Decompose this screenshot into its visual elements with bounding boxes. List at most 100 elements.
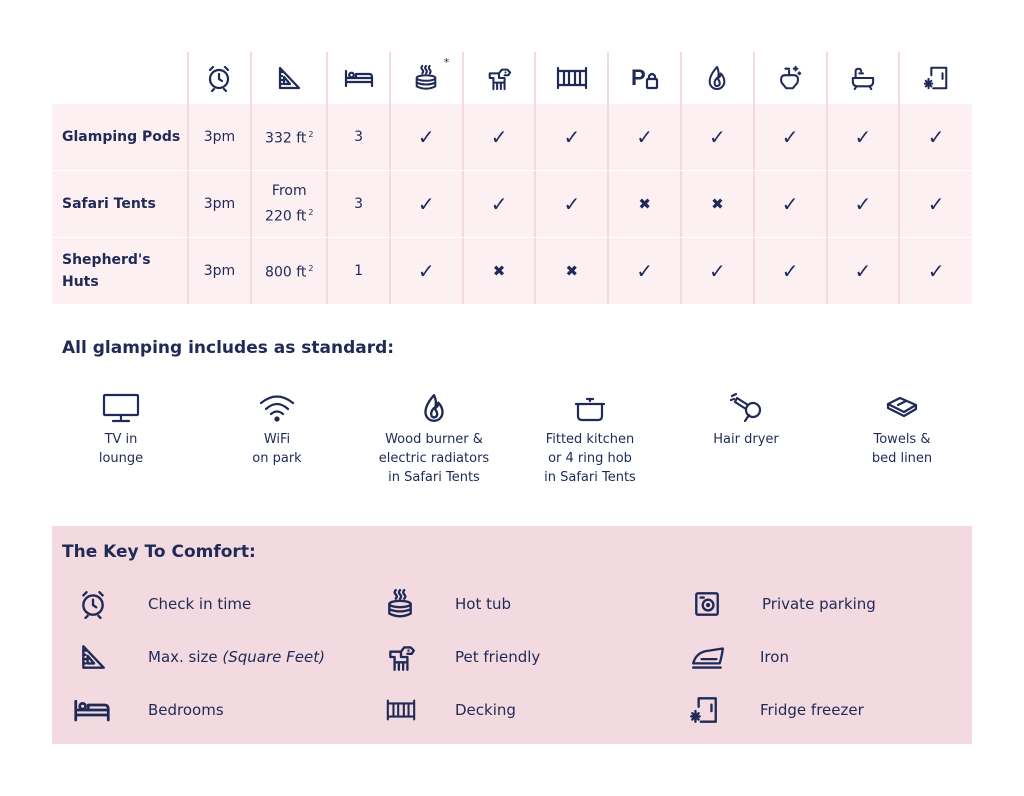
- row-name-text: Shepherd's Huts: [62, 252, 151, 290]
- row-bedrooms: 3: [328, 104, 391, 170]
- pot-icon: [570, 392, 610, 424]
- table-header: *: [52, 52, 972, 104]
- bath-icon: [850, 66, 876, 90]
- key-label: Iron: [760, 648, 789, 666]
- feature-line: in Safari Tents: [388, 470, 480, 485]
- private-parking-icon: [692, 589, 722, 619]
- fridge-freezer-icon: [688, 694, 720, 726]
- header-parking: [609, 52, 682, 104]
- row-mark: ✓: [927, 125, 945, 149]
- set-square-icon: [78, 642, 108, 672]
- feature-line: TV in: [104, 432, 138, 447]
- row-name: Shepherd's Huts: [52, 238, 189, 304]
- key-label: Hot tub: [455, 595, 512, 613]
- feature-line: Wood burner &: [385, 432, 483, 447]
- feature-towels: Towels & bed linen: [832, 392, 972, 468]
- row-mark: ✓: [828, 171, 901, 237]
- row-name: Safari Tents: [52, 171, 189, 237]
- header-fire: [682, 52, 755, 104]
- feature-line: WiFi: [263, 432, 291, 447]
- bed-icon: [72, 695, 112, 725]
- key-label-text: Max. size: [148, 648, 223, 666]
- key-panel: The Key To Comfort: Check in time Max. s…: [52, 526, 972, 744]
- header-corner: [52, 52, 189, 104]
- row-mark: ✓: [755, 238, 828, 304]
- alarm-clock-icon: [78, 589, 108, 619]
- feature-line: Hair dryer: [713, 432, 779, 447]
- row-mark: ✓: [391, 104, 464, 170]
- row-mark: ✓: [609, 238, 682, 304]
- key-label: Private parking: [762, 595, 876, 613]
- feature-line: in Safari Tents: [544, 470, 636, 485]
- row-mark: ✖: [609, 171, 682, 237]
- key-label: Fridge freezer: [760, 701, 864, 719]
- towels-icon: [882, 392, 922, 424]
- feature-wifi: WiFi on park: [207, 392, 347, 468]
- decking-icon: [554, 65, 590, 91]
- key-label-note: (Square Feet): [222, 648, 325, 666]
- header-fridge: [900, 52, 972, 104]
- feature-tv: TV in lounge: [51, 392, 191, 468]
- row-mark: ✖: [464, 238, 537, 304]
- feature-wood-burner: Wood burner & electric radiators in Safa…: [364, 392, 504, 487]
- size-unit-sup: 2: [308, 264, 314, 274]
- header-hot-tub: *: [391, 52, 464, 104]
- row-mark: ✓: [755, 104, 828, 170]
- header-decking: [536, 52, 610, 104]
- header-size: [252, 52, 329, 104]
- row-mark: ✖: [682, 171, 755, 237]
- hot-tub-footnote-star: *: [443, 56, 450, 69]
- iron-icon: [690, 643, 726, 671]
- key-label: Max. size (Square Feet): [148, 648, 325, 666]
- row-checkin: 3pm: [189, 104, 253, 170]
- row-mark: ✓: [536, 104, 610, 170]
- row-checkin: 3pm: [189, 238, 253, 304]
- fire-icon: [414, 392, 454, 424]
- standard-features: TV in lounge WiFi on park Wood burner & …: [60, 392, 980, 502]
- iron-icon: [776, 64, 804, 92]
- key-label: Bedrooms: [148, 701, 224, 719]
- feature-kitchen: Fitted kitchen or 4 ring hob in Safari T…: [520, 392, 660, 487]
- row-mark: ✖: [536, 238, 610, 304]
- header-pets: [464, 52, 537, 104]
- feature-line: bed linen: [871, 451, 933, 466]
- row-mark: ✓: [464, 104, 537, 170]
- feature-line: electric radiators: [378, 451, 490, 466]
- feature-line: lounge: [98, 451, 144, 466]
- standard-title: All glamping includes as standard:: [62, 338, 395, 358]
- size-value: 332 ft: [265, 130, 307, 147]
- header-checkin: [189, 52, 253, 104]
- key-title: The Key To Comfort:: [62, 542, 256, 562]
- fire-icon: [706, 64, 728, 92]
- hair-dryer-icon: [726, 392, 766, 424]
- row-bedrooms: 1: [328, 238, 391, 304]
- header-bedrooms: [328, 52, 391, 104]
- row-bedrooms: 3: [328, 171, 391, 237]
- row-mark: ✓: [391, 171, 464, 237]
- alarm-clock-icon: [205, 64, 233, 92]
- row-mark: ✓: [927, 192, 945, 216]
- private-parking-icon: [630, 64, 660, 92]
- size-unit-sup: 2: [308, 130, 314, 140]
- dog-icon: [385, 642, 417, 672]
- key-label: Decking: [455, 701, 516, 719]
- hot-tub-icon: [385, 588, 415, 620]
- feature-line: Towels &: [873, 432, 931, 447]
- tv-icon: [101, 392, 141, 424]
- row-mark: ✓: [682, 238, 755, 304]
- feature-line: Fitted kitchen: [545, 432, 635, 447]
- row-mark: ✓: [682, 104, 755, 170]
- row-mark: ✓: [609, 104, 682, 170]
- size-value: 220 ft: [265, 208, 307, 225]
- size-prefix: From: [271, 183, 307, 200]
- size-value: 800 ft: [265, 264, 307, 281]
- row-name: Glamping Pods: [52, 104, 189, 170]
- key-label: Pet friendly: [455, 648, 541, 666]
- row-mark: ✓: [828, 104, 901, 170]
